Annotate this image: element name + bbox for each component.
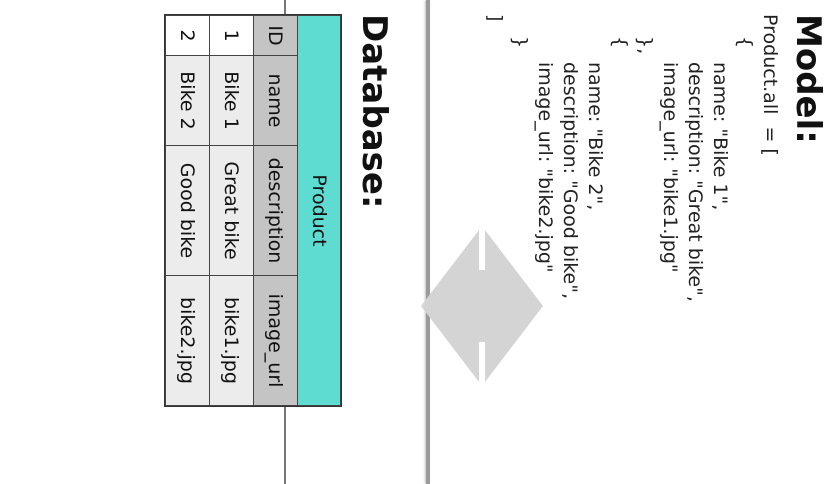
code-line: description: "Good bike", (559, 62, 581, 300)
table-title-row: Product (297, 15, 341, 406)
double-headed-arrow-icon (421, 230, 543, 382)
database-panel: Database: Product ID name description im… (0, 0, 396, 484)
table-header-row: ID name description image_url (253, 15, 298, 406)
code-line: { (609, 36, 631, 49)
column-header-name: name (253, 55, 298, 146)
table-name: Product (297, 15, 341, 406)
column-header-id: ID (253, 15, 298, 56)
code-line: name: "Bike 1", (709, 62, 731, 211)
table-cell: 1 (209, 15, 254, 56)
product-table-wrapper: Product ID name description image_url 1 … (164, 14, 342, 407)
database-heading: Database: (354, 14, 394, 209)
code-line: }, (634, 36, 656, 55)
table-cell: Bike 2 (165, 55, 210, 146)
product-table: Product ID name description image_url 1 … (165, 15, 341, 406)
table-cell: bike2.jpg (165, 275, 210, 406)
column-header-description: description (253, 145, 298, 276)
code-line: Product.all = [ (759, 14, 781, 156)
table-cell: Bike 1 (209, 55, 254, 146)
table-cell: 2 (165, 15, 210, 56)
table-cell: Good bike (165, 145, 210, 276)
column-header-image-url: image_url (253, 275, 298, 406)
table-cell: bike1.jpg (209, 275, 254, 406)
code-line: image_url: "bike1.jpg" (659, 62, 681, 273)
code-line: description: "Great bike", (684, 62, 706, 302)
code-line: { (734, 36, 756, 49)
table-cell: Great bike (209, 145, 254, 276)
table-row: 1 Bike 1 Great bike bike1.jpg (209, 15, 254, 406)
model-heading: Model: (788, 14, 828, 144)
arrow-shaft (463, 270, 501, 342)
table-row: 2 Bike 2 Good bike bike2.jpg (165, 15, 210, 406)
code-line: name: "Bike 2", (584, 62, 606, 211)
